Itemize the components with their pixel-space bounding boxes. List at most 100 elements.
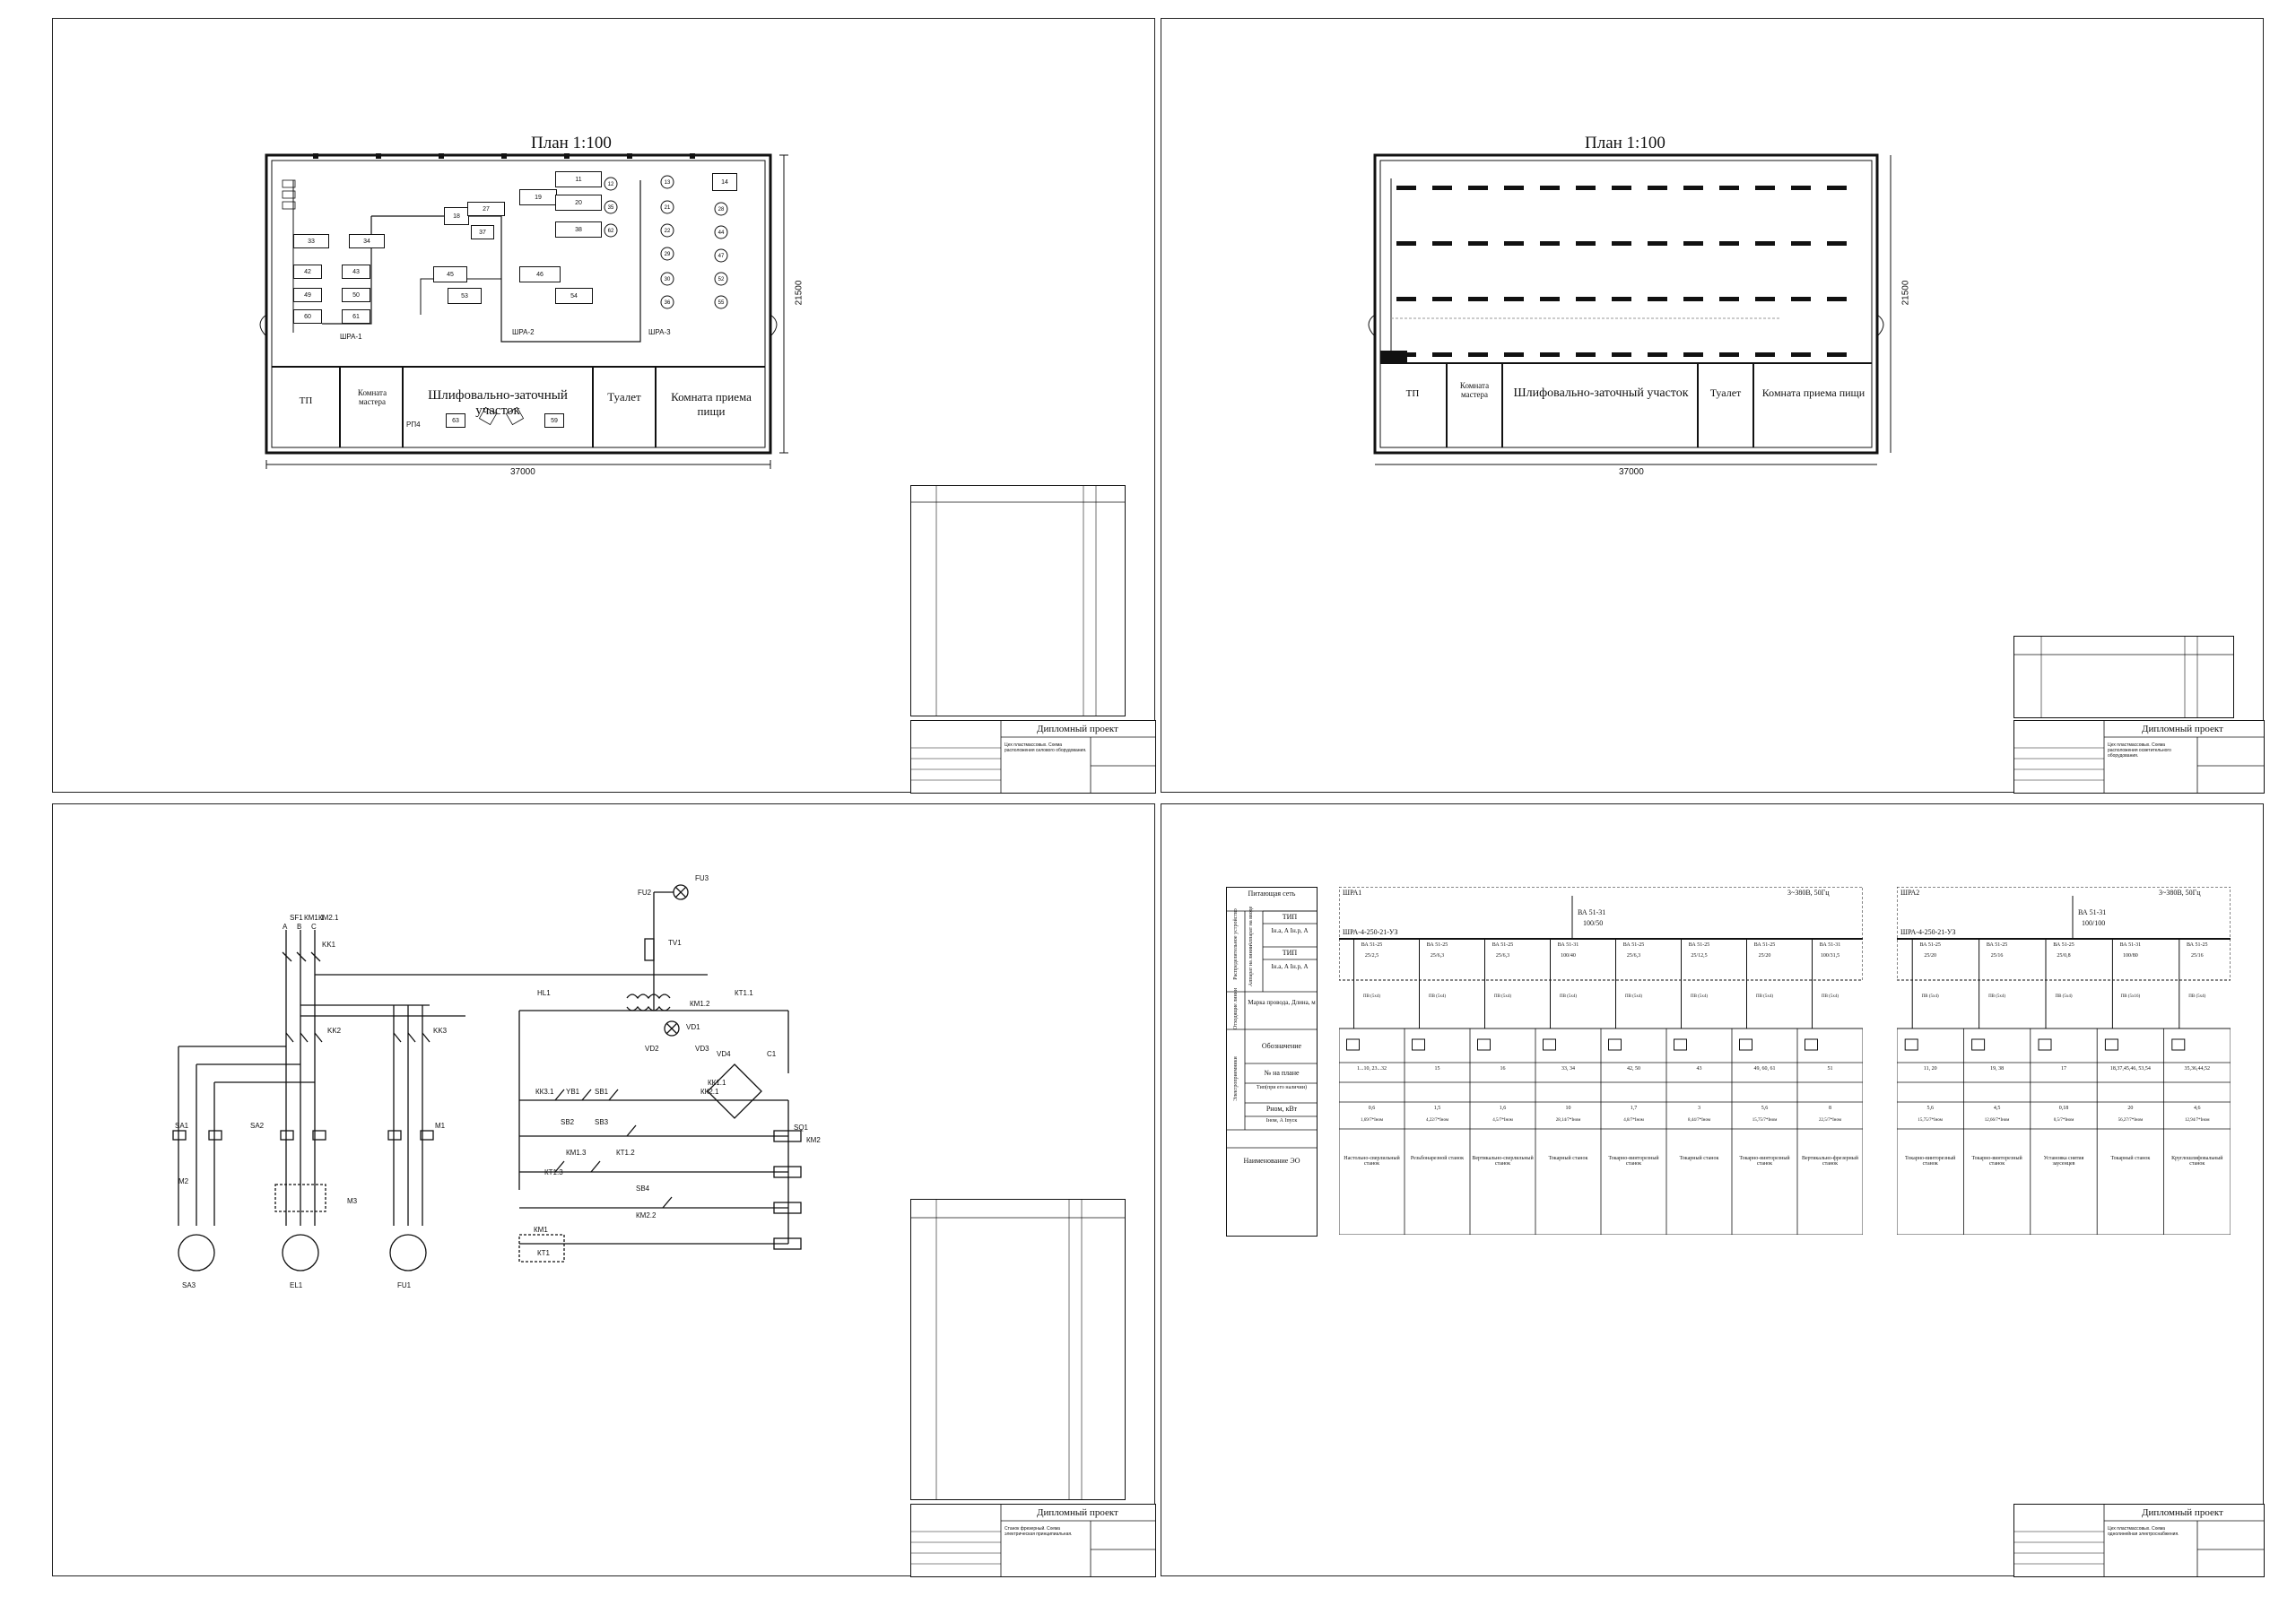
circuit-label: КМ2.2 — [636, 1211, 657, 1219]
feeder-name: Токарно-винторезный станок — [1739, 1156, 1790, 1167]
luminaire — [1683, 297, 1703, 301]
luminaire — [1504, 297, 1524, 301]
feeder-plan-no: 19, 38 — [1990, 1066, 2005, 1072]
circuit-label: VD4 — [717, 1050, 731, 1058]
circuit-drawing — [172, 884, 802, 1271]
luminaire — [1576, 241, 1596, 246]
hdr-type-2: ТИП — [1282, 949, 1298, 957]
feeder-current: 12,94/7*Iном — [2185, 1118, 2210, 1123]
equipment-symbol — [1904, 1038, 1918, 1051]
luminaire — [1791, 352, 1811, 357]
luminaire — [1576, 352, 1596, 357]
svg-text:12: 12 — [608, 182, 614, 187]
hdr-ep: Электроприемники — [1233, 1056, 1239, 1101]
luminaire — [1576, 297, 1596, 301]
feeder-plan-no: 49, 60, 61 — [1753, 1066, 1776, 1072]
feeder-breaker: ВА 51-25 — [1688, 942, 1710, 948]
equipment-symbol — [1346, 1038, 1360, 1051]
stamp-subtitle-2: Цех пластмассовых. Схема расположения ос… — [2108, 742, 2171, 759]
circuit-label: КТ1.2 — [616, 1149, 635, 1157]
feeder-wire: ПВ (5х4) — [1690, 994, 1709, 999]
circuit-label: SB2 — [561, 1118, 575, 1126]
feeder-wire: ПВ (5х4) — [1988, 994, 2006, 999]
hdr-mark: Марка провода, Длина, м — [1248, 999, 1316, 1006]
feeder-wire: ПВ (5х4) — [1428, 994, 1447, 999]
svg-text:44: 44 — [718, 230, 725, 236]
feeder-plan-no: 35,36,44,52 — [2184, 1066, 2211, 1072]
dim-width: 37000 — [510, 467, 535, 477]
equipment-symbol — [1412, 1038, 1425, 1051]
luminaire — [1719, 297, 1739, 301]
equipment-symbol — [1739, 1038, 1752, 1051]
svg-text:21: 21 — [665, 205, 671, 211]
lighting-plan-drawing — [1368, 153, 1892, 465]
dim-height-2: 21500 — [1900, 280, 1911, 306]
machine-54: 54 — [555, 288, 593, 304]
feeder-power: 10 — [1565, 1106, 1571, 1111]
feeder-breaker: ВА 51-25 — [1986, 942, 2008, 948]
feeder-plan-no: 18,37,45,46, 53,54 — [2109, 1066, 2151, 1072]
feeder-power: 5,6 — [1926, 1106, 1934, 1111]
phase-label: A — [283, 923, 288, 931]
luminaire — [1648, 241, 1667, 246]
feeder-ratio: 25/2,5 — [1364, 953, 1379, 959]
circuit-label: EL1 — [290, 1281, 303, 1289]
circuit-label: FU1 — [397, 1281, 412, 1289]
stamp-subtitle-4: Цех пластмассовых. Схема однолинейная эл… — [2108, 1526, 2179, 1537]
stamp-title-3: Дипломный проект — [1037, 1507, 1118, 1518]
hdr-supply: Питающая сеть — [1248, 890, 1296, 898]
circuit-label: КМ1 — [534, 1226, 548, 1234]
luminaire — [1612, 186, 1631, 190]
luminaire — [1612, 297, 1631, 301]
circuit-label: SF1 — [290, 914, 303, 922]
circuit-label: КМ2 — [806, 1136, 821, 1144]
feeder-power: 4,6 — [2194, 1106, 2201, 1111]
feeder-plan-no: 15 — [1434, 1066, 1440, 1072]
room-food: Комната приема пищи — [671, 390, 752, 418]
block2-main-breaker: ВА 51-31 — [2078, 908, 2107, 916]
stamp-title-4: Дипломный проект — [2142, 1507, 2223, 1518]
luminaire — [1755, 352, 1775, 357]
block1-main-ratio: 100/50 — [1583, 919, 1604, 927]
sheet-power-plan: План 1:100 33 34 42 43 49 50 — [52, 18, 1156, 794]
block1-bus-type: ШРА-4-250-21-УЗ — [1343, 928, 1398, 936]
luminaire — [1612, 241, 1631, 246]
circuit-label: C1 — [767, 1050, 777, 1058]
feeder-current: 4,22/7*Iном — [1425, 1118, 1449, 1123]
svg-text:13: 13 — [665, 180, 671, 186]
block1-voltage: 3~380В, 50Гц — [1787, 889, 1830, 897]
luminaire — [1648, 297, 1667, 301]
room-toilet-2: Туалет — [1709, 386, 1742, 399]
feeder-wire: ПВ (5х4) — [1362, 994, 1381, 999]
circuit-label: SB3 — [595, 1118, 609, 1126]
bus-label-1: ШРА-1 — [340, 333, 362, 341]
feeder-plan-no: 11, 20 — [1923, 1066, 1937, 1072]
circuit-label: FU3 — [695, 874, 709, 882]
feeder-wire: ПВ (5х4) — [2188, 994, 2206, 999]
feeder-power: 1,7 — [1630, 1106, 1638, 1111]
circuit-label: M2 — [178, 1177, 189, 1185]
circuit-label: FU2 — [638, 889, 652, 897]
circuit-label: KK3 — [433, 1027, 448, 1035]
feeder-name: Токарный станок — [1548, 1156, 1588, 1161]
feeder-breaker: ВА 51-31 — [2119, 942, 2142, 948]
equipment-symbol — [1674, 1038, 1687, 1051]
luminaire — [1504, 352, 1524, 357]
hdr-inom-ep: Iном, А Iпуск — [1265, 1118, 1298, 1124]
luminaire — [1540, 241, 1560, 246]
bus-label-3: ШРА-3 — [648, 328, 671, 336]
stamp-subtitle-3: Станок фрезерный. Схема электрическая пр… — [1004, 1526, 1073, 1537]
title-block-2-grid — [2014, 721, 2264, 793]
equipment-symbol — [1608, 1038, 1622, 1051]
luminaire — [1504, 186, 1524, 190]
circuit-label: КТ1.3 — [544, 1168, 563, 1176]
svg-text:28: 28 — [718, 207, 725, 213]
sld-block-1-drawing — [1339, 887, 1863, 1235]
machine-11: 11 — [555, 171, 602, 187]
machine-53: 53 — [448, 288, 482, 304]
title-block-grid — [911, 721, 1155, 793]
luminaire — [1648, 352, 1667, 357]
title-block: Дипломный проект Цех пластмассовых. Схем… — [910, 720, 1156, 794]
machine-19: 19 — [519, 189, 557, 205]
spec-table-3 — [910, 1199, 1126, 1500]
